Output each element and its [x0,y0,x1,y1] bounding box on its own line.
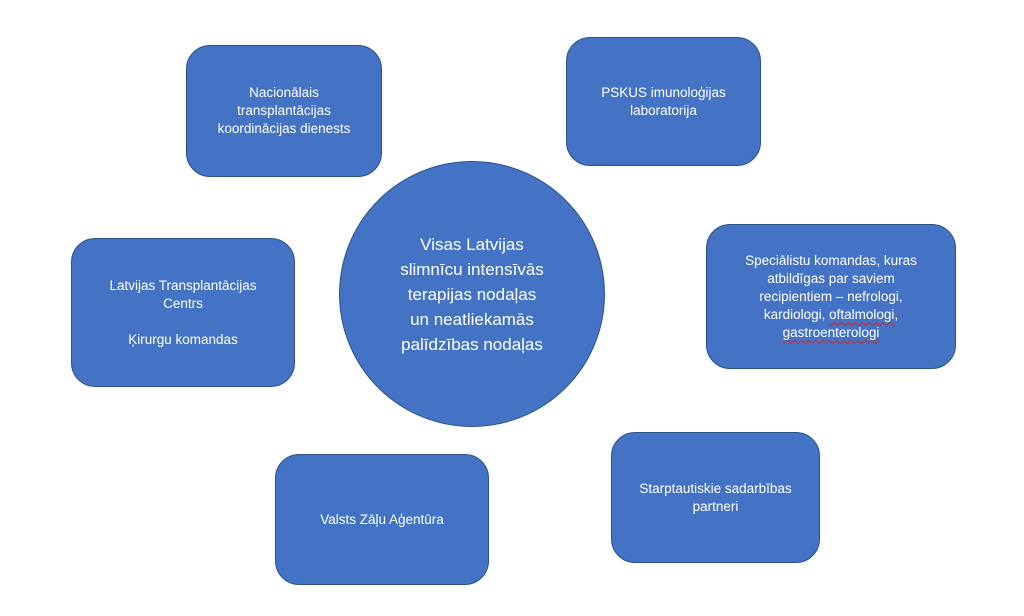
node-label-line: transplantācijas [237,103,331,118]
central-node-line: terapijas nodaļas [407,284,537,304]
node-label-line: Latvijas Transplantācijas [109,277,257,293]
central-node-line: Visas Latvijas [420,234,524,254]
node-label-surgeons: Ķirurgu komandas [128,331,238,347]
central-node-line: slimnīcu intensīvās [400,259,544,279]
spellcheck-flagged-word: gastroenterologi [782,324,880,340]
node-label-line: Nacionālais [249,85,319,100]
node-label-line: recipientiem – nefrologi, [759,288,903,304]
central-node-line: palīdzības nodaļas [401,334,543,354]
node-label-line: laboratorija [630,102,697,118]
central-node-icu-emergency: Visas Latvijas slimnīcu intensīvās terap… [339,161,605,427]
node-label-line: partneri [692,498,739,514]
node-drug-agency: Valsts Zāļu Aģentūra [275,454,489,585]
node-specialist-teams: Speciālistu komandas, kuras atbildīgas p… [706,224,956,369]
node-label-line: Centrs [163,295,203,311]
node-transplant-centre: Latvijas Transplantācijas Centrs Ķirurgu… [71,238,295,387]
node-label-fragment: kardiologi, [763,306,830,322]
node-label-line: PSKUS imunoloģijas [601,84,726,100]
node-label-line: Valsts Zāļu Aģentūra [320,511,444,527]
node-label-line: kardiologi, oftalmologi, [764,306,898,324]
spellcheck-flagged-word: oftalmologi [829,306,895,322]
node-label-line: gastroenterologi [783,324,880,342]
node-international-partners: Starptautiskie sadarbības partneri [611,432,820,563]
node-label-line: Starptautiskie sadarbības [639,480,792,496]
node-national-coordination: Nacionālais transplantācijas koordinācij… [186,45,382,177]
node-label-fragment: , [894,306,899,322]
node-pskus-lab: PSKUS imunoloģijas laboratorija [566,37,761,166]
node-label-line: Speciālistu komandas, kuras [745,252,917,268]
central-node-line: un neatliekamās [410,309,534,329]
node-label-line: koordinācijas dienests [217,121,351,136]
node-label-line: atbildīgas par saviem [767,270,895,286]
